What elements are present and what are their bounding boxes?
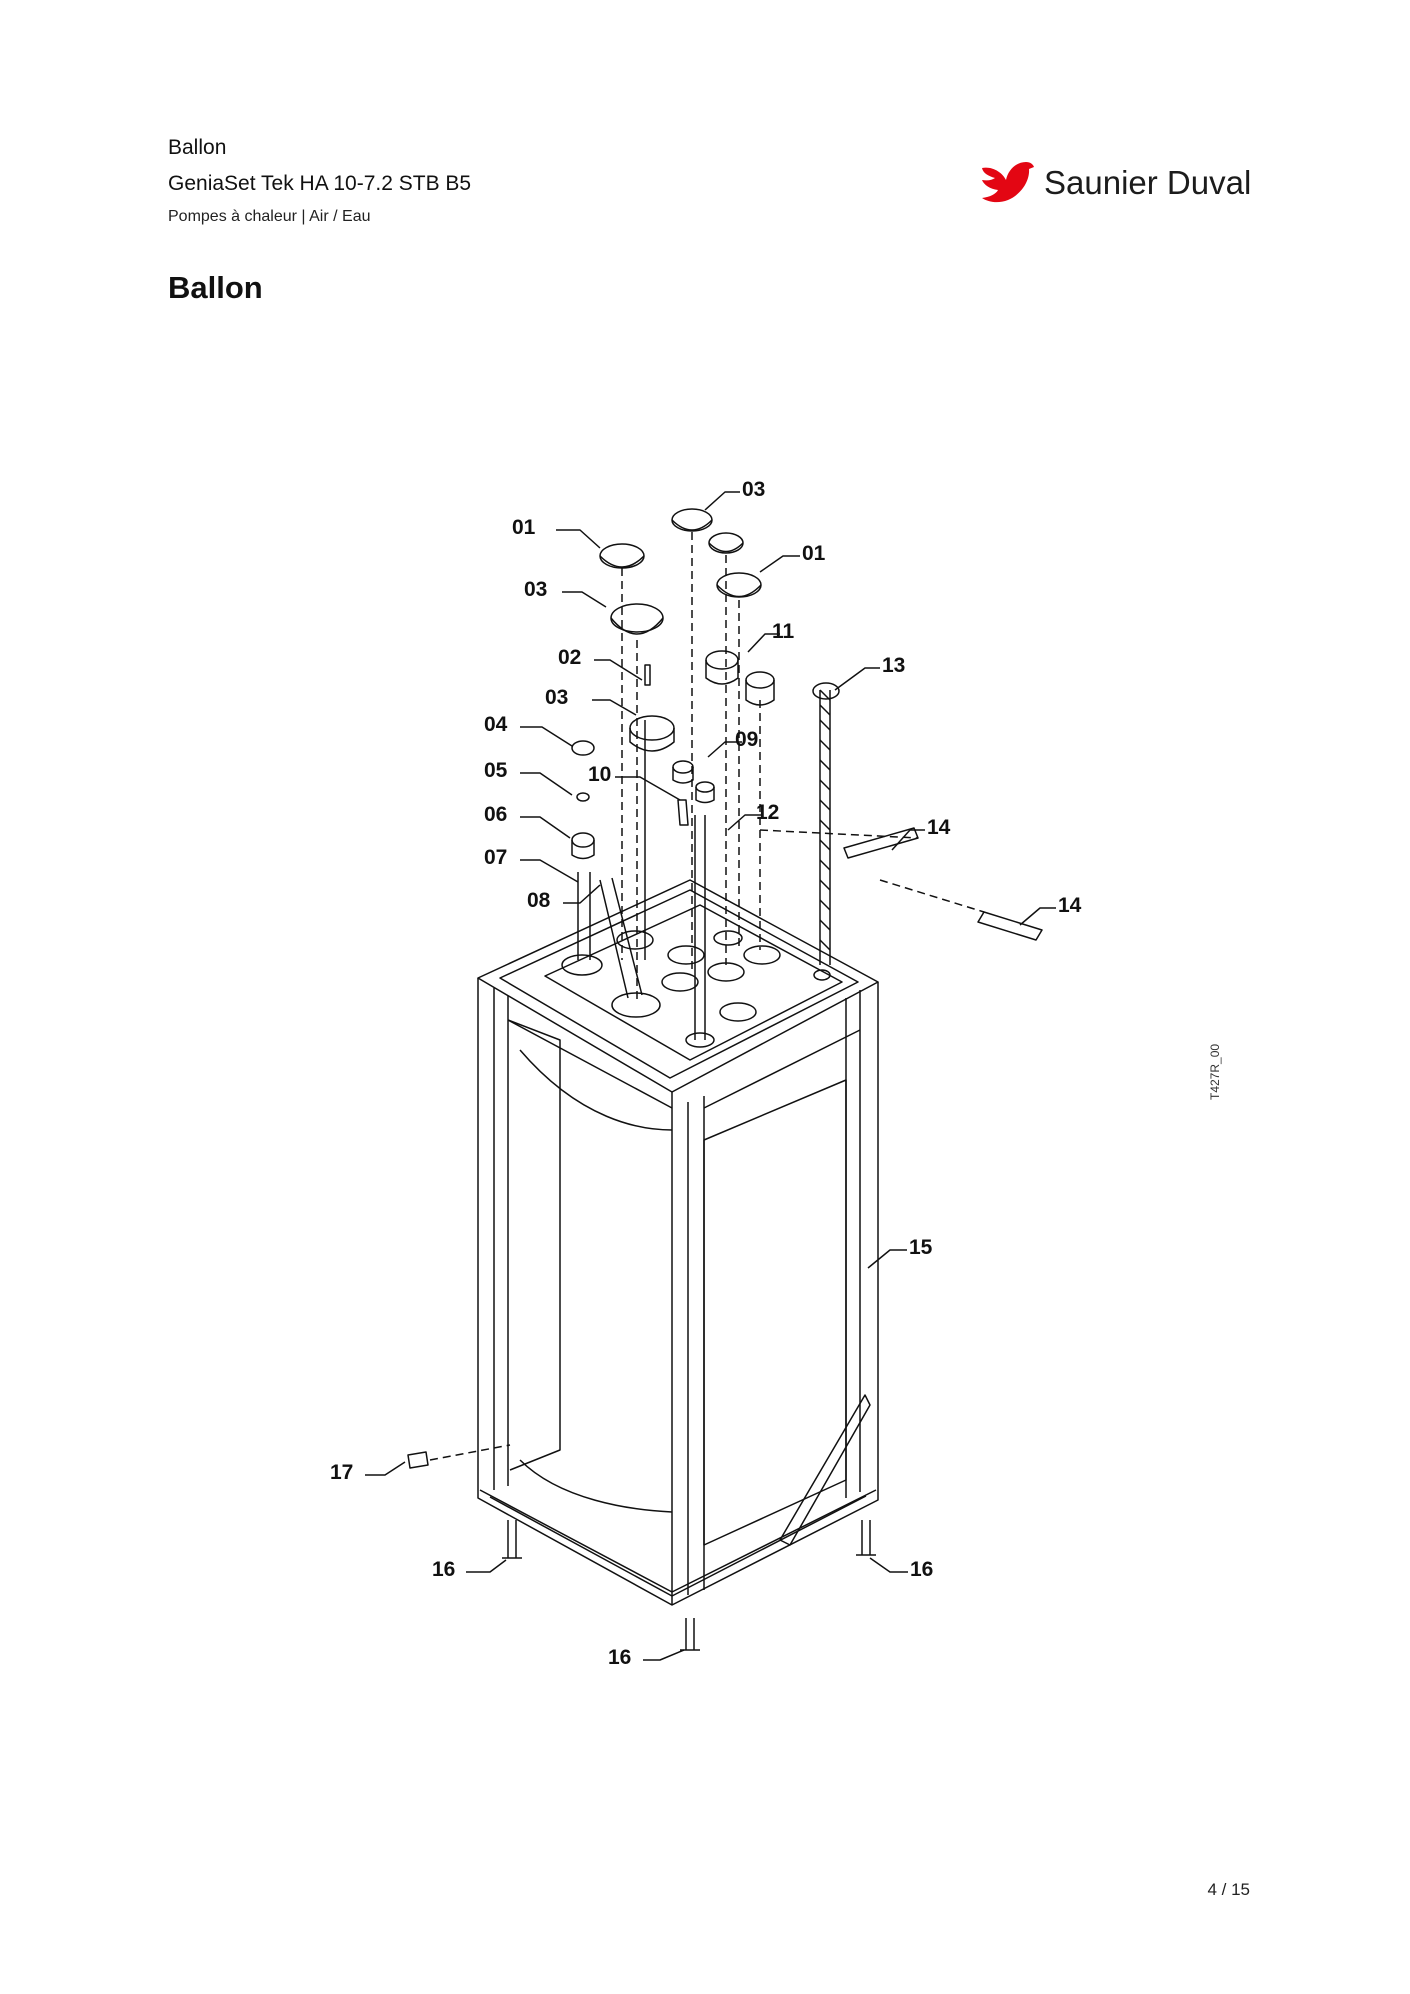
- callout-14-lower: 14: [1058, 894, 1082, 917]
- brand-logo: Saunier Duval: [980, 156, 1255, 214]
- callout-05: 05: [484, 759, 508, 782]
- callout-14-upper: 14: [927, 816, 951, 839]
- dashed-guide-lines: [429, 532, 985, 1461]
- callout-03-top: 03: [742, 478, 765, 501]
- callout-01-left: 01: [512, 516, 536, 539]
- callout-16-bottom: 16: [608, 1646, 631, 1669]
- callout-labels: 03 01 01 03 11 02 13 03 04 09 05 10 12 0…: [330, 478, 1082, 1669]
- callout-07: 07: [484, 846, 507, 869]
- cabinet-frame: [477, 879, 879, 1606]
- top-plate: [499, 889, 859, 1079]
- header-model: GeniaSet Tek HA 10-7.2 STB B5: [168, 172, 472, 195]
- tubes: [577, 689, 831, 1040]
- callout-15: 15: [909, 1236, 933, 1259]
- leader-lines: [365, 491, 1056, 1661]
- callout-06: 06: [484, 803, 507, 826]
- callout-09: 09: [735, 728, 758, 751]
- callout-04: 04: [484, 713, 508, 736]
- callout-10: 10: [588, 763, 611, 786]
- page-heading: Ballon: [168, 270, 263, 305]
- callout-16-left: 16: [432, 1558, 455, 1581]
- callout-13: 13: [882, 654, 905, 677]
- callout-03-large: 03: [524, 578, 547, 601]
- header-title: Ballon: [168, 136, 227, 159]
- diagram-reference-code: T427R_00: [1208, 1043, 1222, 1100]
- callout-03-mid: 03: [545, 686, 568, 709]
- callout-02: 02: [558, 646, 581, 669]
- page-number: 4 / 15: [1207, 1880, 1250, 1899]
- callout-17: 17: [330, 1461, 353, 1484]
- brand-name: Saunier Duval: [1044, 164, 1252, 201]
- exploded-parts: [407, 508, 1043, 1651]
- bird-logo-icon: [982, 162, 1034, 203]
- callout-12: 12: [756, 801, 779, 824]
- callout-16-right: 16: [910, 1558, 933, 1581]
- header-subtitle: Pompes à chaleur | Air / Eau: [168, 208, 371, 225]
- callout-01-right: 01: [802, 542, 826, 565]
- callout-08: 08: [527, 889, 551, 912]
- callout-11: 11: [772, 620, 795, 643]
